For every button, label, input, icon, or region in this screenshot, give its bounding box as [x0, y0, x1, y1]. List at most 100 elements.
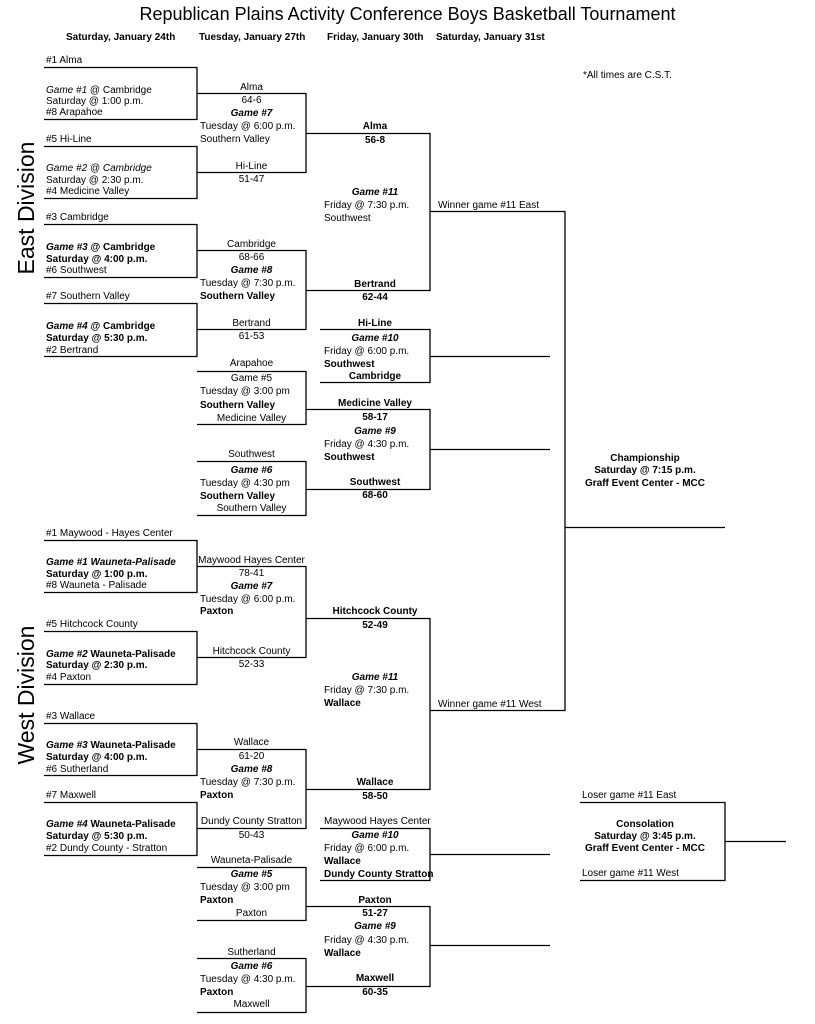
- game-time: Tuesday @ 6:00 p.m.: [200, 121, 296, 132]
- score: 61-20: [238, 751, 265, 762]
- game-time: Friday @ 4:30 p.m.: [324, 935, 410, 946]
- score: 51-47: [238, 174, 265, 185]
- team-seed: #6 Southwest: [46, 265, 107, 276]
- game-info: Game #2 Wauneta-Palisade: [46, 649, 176, 661]
- game-time: Saturday @ 2:30 p.m.: [46, 660, 148, 671]
- score: 68-60: [362, 490, 388, 501]
- game-location: Paxton: [200, 790, 234, 801]
- championship-title: Championship: [610, 453, 680, 464]
- game-time: Tuesday @ 6:00 p.m.: [200, 594, 296, 605]
- game-time: Tuesday @ 4:30 pm: [200, 478, 290, 489]
- game-location: Southern Valley: [200, 134, 270, 145]
- consolation-venue: Graff Event Center - MCC: [584, 843, 705, 854]
- team-seed: #6 Sutherland: [46, 764, 109, 775]
- game-location: Wauneta-Palisade: [87, 819, 176, 830]
- winner-name: Alma: [240, 82, 263, 93]
- team-name: Medicine Valley: [216, 413, 287, 424]
- team-name: Wauneta-Palisade: [210, 855, 293, 866]
- game-number: Game #5: [230, 373, 273, 384]
- game-info: Game #3 Wauneta-Palisade: [46, 740, 176, 752]
- game-time: Friday @ 7:30 p.m.: [324, 685, 410, 696]
- game-time: Saturday @ 4:00 p.m.: [46, 752, 148, 763]
- game-number: Game #8: [230, 764, 273, 775]
- day-header: Friday, January 30th: [327, 32, 424, 43]
- team-seed: #7 Maxwell: [46, 790, 97, 801]
- team-seed: #4 Medicine Valley: [46, 186, 130, 197]
- team-seed: #5 Hi-Line: [46, 134, 92, 145]
- game-time: Saturday @ 5:30 p.m.: [46, 831, 148, 842]
- team-seed: #5 Hitchcock County: [46, 619, 138, 630]
- team-name: Paxton: [358, 895, 392, 906]
- game-time: Tuesday @ 7:30 p.m.: [200, 278, 296, 289]
- game-location: Southern Valley: [200, 291, 276, 302]
- team-seed: #2 Dundy County - Stratton: [46, 843, 168, 854]
- day-header: Saturday, January 24th: [66, 32, 176, 43]
- game-time: Saturday @ 2:30 p.m.: [46, 175, 144, 186]
- bracket-line: [306, 617, 431, 791]
- game-number: Game #4: [46, 321, 88, 332]
- game-time: Tuesday @ 3:00 pm: [200, 882, 290, 893]
- game-info: Game #4 Wauneta-Palisade: [46, 819, 176, 831]
- bracket-line: [197, 957, 307, 1014]
- bracket-line: [430, 210, 566, 528]
- team-seed: #8 Wauneta - Palisade: [46, 580, 147, 591]
- game-number: Game #9: [354, 921, 396, 932]
- game-info: Game #3 @ Cambridge: [46, 242, 155, 254]
- winner-name: Hitchcock County: [332, 606, 418, 617]
- consolation-time: Saturday @ 3:45 p.m.: [594, 831, 696, 842]
- team-seed: #2 Bertrand: [46, 345, 99, 356]
- score: 52-33: [238, 659, 265, 670]
- day-header: Tuesday, January 27th: [199, 32, 306, 43]
- game-number: Game #10: [351, 333, 399, 344]
- game-time: Friday @ 6:00 p.m.: [324, 843, 410, 854]
- score: 58-50: [362, 791, 388, 802]
- team-seed: #1 Alma: [46, 55, 83, 66]
- final-slot-label: Winner game #11 West: [438, 699, 542, 710]
- team-seed: #3 Wallace: [46, 711, 96, 722]
- team-name: Sutherland: [227, 947, 276, 958]
- bracket-line: [197, 565, 307, 659]
- game-location: Wallace: [324, 698, 361, 709]
- score: 51-27: [362, 908, 388, 919]
- game-number: Game #3: [46, 740, 88, 751]
- game-number: Game #6: [230, 961, 273, 972]
- bracket-line: [430, 527, 566, 712]
- game-number: Game #5: [230, 869, 273, 880]
- team-name: Paxton: [235, 908, 268, 919]
- winner-name: Dundy County Stratton: [200, 816, 303, 827]
- game-time: Tuesday @ 4:30 p.m.: [200, 974, 296, 985]
- game-location: Paxton: [200, 606, 234, 617]
- consolation-title: Consolation: [616, 819, 674, 830]
- game-number: Game #11: [351, 672, 399, 683]
- team-name: Cambridge: [348, 371, 402, 382]
- score: 78-41: [238, 568, 265, 579]
- game-info: Game #2 @ Cambridge: [46, 163, 152, 174]
- score: 58-17: [362, 412, 388, 423]
- score: 56-8: [364, 135, 385, 146]
- game-location: @ Cambridge: [87, 242, 156, 253]
- game-location: Wauneta-Palisade: [87, 740, 176, 751]
- team-seed: #8 Arapahoe: [46, 107, 103, 118]
- division-label-west: West Division: [13, 625, 39, 765]
- winner-name: Bertrand: [354, 279, 396, 290]
- game-time: Friday @ 7:30 p.m.: [324, 200, 410, 211]
- team-name: Arapahoe: [229, 358, 274, 369]
- game-location: Southwest: [324, 213, 371, 224]
- game-time: Friday @ 4:30 p.m.: [324, 439, 410, 450]
- timezone-note: *All times are C.S.T.: [583, 70, 672, 81]
- game-location: @ Cambridge: [87, 321, 156, 332]
- team-seed: #4 Paxton: [46, 672, 92, 683]
- division-label-east: East Division: [13, 141, 39, 275]
- game-location: Paxton: [200, 895, 234, 906]
- game-time: Friday @ 6:00 p.m.: [324, 346, 410, 357]
- day-header: Saturday, January 31st: [436, 32, 545, 43]
- team-name: Southwest: [349, 477, 401, 488]
- team-seed: #3 Cambridge: [46, 212, 109, 223]
- bracket-line: [306, 132, 431, 292]
- final-slot-label: Winner game #11 East: [438, 200, 539, 211]
- page-title: Republican Plains Activity Conference Bo…: [139, 4, 676, 24]
- score: 62-44: [362, 292, 388, 303]
- score: 61-53: [238, 331, 265, 342]
- game-info: Game #1 Wauneta-Palisade: [46, 557, 176, 568]
